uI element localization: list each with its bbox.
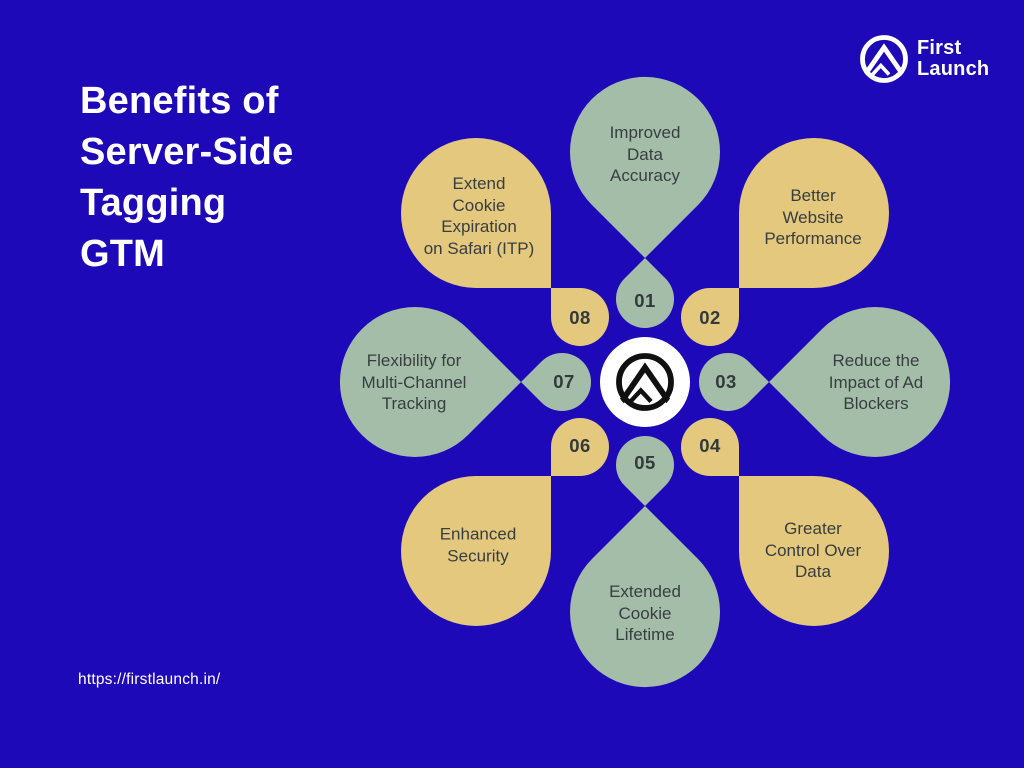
center-disc	[600, 337, 690, 427]
petal-number-badge-02: 02	[699, 307, 721, 328]
brand-name: First Launch	[917, 38, 989, 80]
petal-label-01: Improved Data Accuracy	[609, 122, 681, 185]
brand-name-line2: Launch	[917, 58, 990, 80]
page-title: Benefits of Server-Side Tagging GTM	[80, 80, 294, 275]
petal-label-06: Enhanced Security	[439, 524, 517, 566]
petal-number-badge-05: 05	[634, 452, 656, 473]
petal-label-03: Reduce the Impact of Ad Blockers	[828, 350, 924, 413]
petal-label-02: Better Website Performance	[764, 185, 862, 248]
mountain-circle-icon	[860, 35, 908, 83]
petal-label-07: Flexibility for Multi-Channel Tracking	[361, 350, 467, 413]
petal-number-badge-08: 08	[569, 307, 591, 328]
petal-label-05: Extended Cookie Lifetime	[609, 581, 681, 644]
petal-number-badge-04: 04	[699, 435, 721, 456]
petal-number-badge-03: 03	[715, 371, 737, 392]
petal-number-badge-01: 01	[634, 290, 656, 311]
petal-number-badge-07: 07	[553, 371, 575, 392]
brand-name-line1: First	[917, 37, 962, 59]
center-mountain-logo	[615, 353, 675, 412]
petal-label-04: Greater Control Over Data	[764, 518, 862, 581]
petal-label-08: Extend Cookie Expiration on Safari (ITP)	[423, 174, 535, 258]
brand-logo: First Launch	[858, 33, 989, 85]
website-url: https://firstlaunch.in/	[78, 671, 221, 688]
petal-number-badge-06: 06	[569, 435, 591, 456]
benefits-flower-diagram	[325, 62, 965, 702]
